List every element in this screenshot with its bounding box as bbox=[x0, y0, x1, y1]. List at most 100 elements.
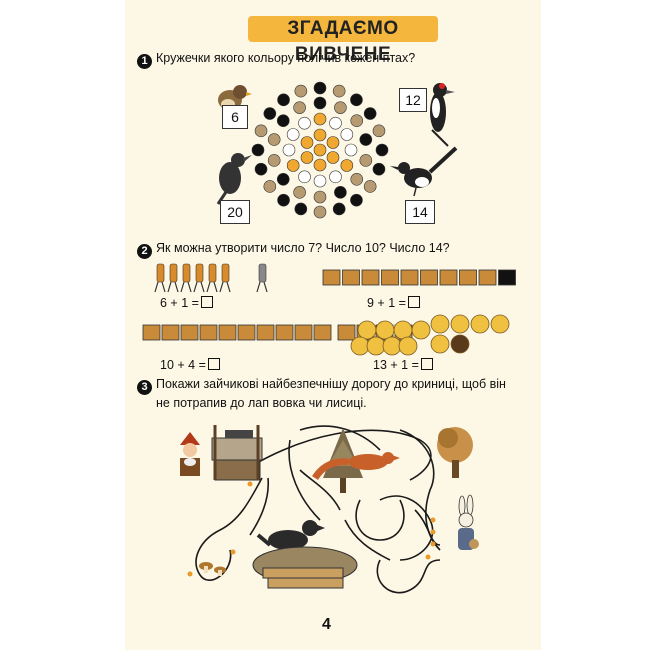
brick bbox=[313, 324, 332, 341]
stick-figure bbox=[221, 263, 230, 283]
stick-leg bbox=[174, 281, 179, 293]
counting-dot bbox=[372, 124, 386, 138]
stick-leg bbox=[187, 281, 192, 293]
brick bbox=[256, 324, 275, 341]
coin bbox=[350, 336, 370, 356]
wolf-icon bbox=[256, 520, 325, 550]
coin bbox=[470, 314, 490, 334]
coin bbox=[411, 320, 431, 340]
bird-count-sparrow: 6 bbox=[222, 105, 248, 129]
well-icon bbox=[211, 425, 263, 481]
counting-dot bbox=[251, 143, 265, 157]
stick-leg bbox=[200, 281, 205, 293]
counting-dot bbox=[313, 112, 327, 126]
counting-dot bbox=[276, 114, 290, 127]
brick bbox=[337, 324, 356, 341]
counting-dot bbox=[313, 205, 327, 219]
page-title: ЗГАДАЄМО ВИВЧЕНЕ bbox=[287, 18, 399, 65]
counting-dot bbox=[372, 162, 386, 176]
brick bbox=[322, 269, 341, 286]
answer-box[interactable] bbox=[200, 296, 213, 308]
answer-box[interactable] bbox=[207, 358, 220, 370]
counting-dot bbox=[332, 84, 346, 98]
stick-leg bbox=[154, 281, 159, 293]
brick bbox=[275, 324, 294, 341]
stick-figure bbox=[208, 263, 217, 283]
brick bbox=[420, 269, 438, 286]
task-2-heading: 2 Як можна утворити число 7? Число 10? Чи… bbox=[137, 240, 450, 259]
counting-dot bbox=[313, 158, 327, 172]
stick-figure bbox=[258, 263, 267, 283]
counting-dot bbox=[298, 170, 311, 184]
stick-figure bbox=[195, 263, 204, 283]
log-pile-icon bbox=[252, 546, 358, 589]
equation-text: 9 + 1 = bbox=[367, 296, 406, 310]
brick bbox=[342, 269, 360, 286]
coin bbox=[393, 320, 413, 340]
counting-dot bbox=[313, 81, 327, 95]
counting-dot bbox=[359, 154, 373, 167]
counting-dot bbox=[375, 143, 389, 157]
stick-leg bbox=[219, 281, 224, 293]
coin bbox=[450, 314, 470, 334]
stick-leg bbox=[213, 281, 218, 293]
coin bbox=[357, 320, 377, 340]
counting-dot bbox=[263, 107, 277, 120]
counting-dot bbox=[263, 180, 277, 193]
brick-row-9-plus-1 bbox=[322, 269, 516, 286]
coin bbox=[430, 314, 450, 334]
equation-13-plus-1: 13 + 1 = bbox=[373, 358, 433, 372]
brick bbox=[218, 324, 237, 341]
coin bbox=[450, 334, 470, 354]
coin-group-13-plus-1 bbox=[350, 314, 510, 356]
task-number-2: 2 bbox=[137, 244, 152, 259]
task-number-3: 3 bbox=[137, 380, 152, 395]
task-3-line-1: Покажи зайчикові найбезпечнішу дорогу до… bbox=[156, 377, 506, 391]
counting-dot bbox=[334, 186, 347, 199]
counting-dot bbox=[334, 101, 347, 114]
brick bbox=[381, 269, 399, 286]
crow-icon bbox=[216, 153, 252, 205]
brick bbox=[400, 269, 419, 286]
equation-text: 13 + 1 = bbox=[373, 358, 419, 372]
task-3-line-2: не потрапив до лап вовка чи лисиці. bbox=[156, 396, 367, 410]
equation-9-plus-1: 9 + 1 = bbox=[367, 296, 420, 310]
maze-paths bbox=[195, 425, 441, 594]
brick bbox=[361, 269, 380, 286]
counting-dot bbox=[277, 193, 290, 207]
counting-dot bbox=[340, 128, 354, 141]
counting-dot bbox=[286, 159, 300, 172]
counting-dot bbox=[350, 173, 364, 186]
counting-dot bbox=[254, 162, 268, 176]
stick-leg bbox=[206, 281, 211, 293]
counting-dot bbox=[363, 180, 377, 193]
counting-dot bbox=[313, 96, 327, 110]
brick bbox=[237, 324, 256, 341]
counting-dot bbox=[332, 202, 346, 216]
counting-dot bbox=[363, 107, 377, 120]
task-1-text: Кружечки якого кольору полічив кожен пта… bbox=[156, 51, 416, 65]
equation-text: 10 + 4 = bbox=[160, 358, 206, 372]
stick-leg bbox=[256, 281, 261, 293]
counting-dot bbox=[326, 136, 340, 149]
task-2-text: Як можна утворити число 7? Число 10? Чис… bbox=[156, 241, 450, 255]
counting-dot bbox=[329, 116, 342, 130]
mushroom-icon bbox=[199, 562, 226, 576]
rabbit-icon bbox=[458, 494, 479, 550]
stick-figure bbox=[169, 263, 178, 283]
coin bbox=[398, 336, 418, 356]
stick-leg bbox=[193, 281, 198, 293]
brick bbox=[161, 324, 180, 341]
counting-dot bbox=[340, 159, 354, 172]
answer-box[interactable] bbox=[407, 296, 420, 308]
stick-leg bbox=[263, 281, 268, 293]
coin bbox=[382, 336, 402, 356]
title-bar: ЗГАДАЄМО ВИВЧЕНЕ bbox=[248, 16, 438, 65]
counting-dot bbox=[254, 124, 268, 138]
counting-dot bbox=[326, 151, 340, 164]
answer-box[interactable] bbox=[420, 358, 433, 370]
oak-tree-icon bbox=[437, 427, 473, 478]
counting-dot bbox=[276, 173, 290, 186]
counting-dot bbox=[293, 186, 306, 199]
bird-count-crow: 20 bbox=[220, 200, 250, 224]
